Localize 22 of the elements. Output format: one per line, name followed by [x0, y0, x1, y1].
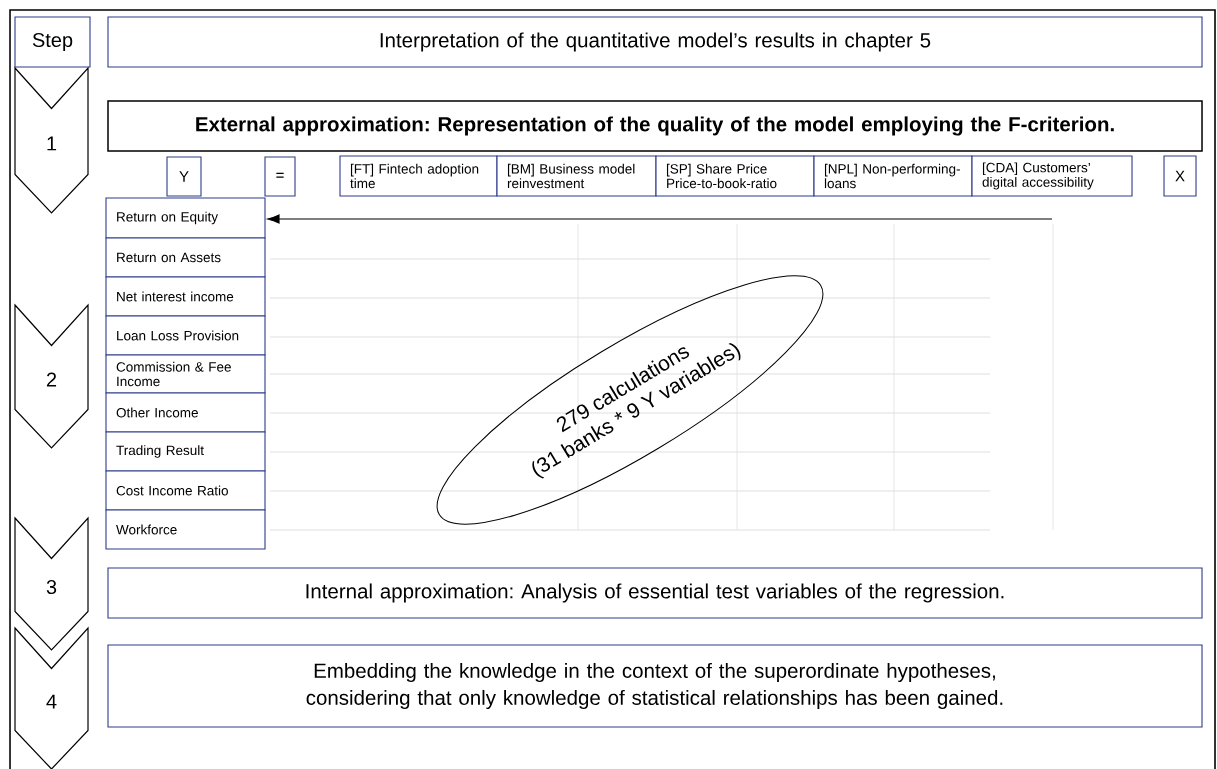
symbol-box: X: [1163, 155, 1197, 197]
symbol-box: =: [264, 156, 296, 197]
symbol-box: Y: [166, 156, 202, 197]
variable-box: Trading Result: [105, 431, 266, 472]
step-box: Interpretation of the quantitative model’s results in chapter 5: [107, 16, 1203, 68]
variable-box: Loan Loss Provision: [105, 315, 266, 356]
step-box: Embedding the knowledge in the context of the superordinate hypotheses, considering that only knowledge of statistical relationships has been gained.: [107, 644, 1203, 728]
header-box: Step: [14, 16, 91, 68]
variable-box: [BM] Business model reinvestment: [496, 155, 657, 197]
variable-box: Other Income: [105, 392, 266, 433]
variable-box: [NPL] Non-performing-loans: [813, 155, 973, 197]
variable-box: Return on Assets: [105, 237, 266, 278]
variable-box: Cost Income Ratio: [105, 470, 266, 511]
arrow: [267, 214, 1053, 224]
step-box: External approximation: Representation of the quality of the model employing the F-criterion.: [107, 100, 1203, 152]
variable-box: [SP] Share Price Price-to-book-ratio: [655, 155, 815, 197]
variable-box: [FT] Fintech adoption time: [339, 155, 498, 197]
step-box: Internal approximation: Analysis of essential test variables of the regression.: [107, 567, 1203, 619]
variable-box: Net interest income: [105, 276, 266, 317]
variable-box: Commission & Fee Income: [105, 354, 266, 394]
variable-box: [CDA] Customers’ digital accessibility: [971, 155, 1133, 197]
variable-box: Workforce: [105, 509, 266, 550]
